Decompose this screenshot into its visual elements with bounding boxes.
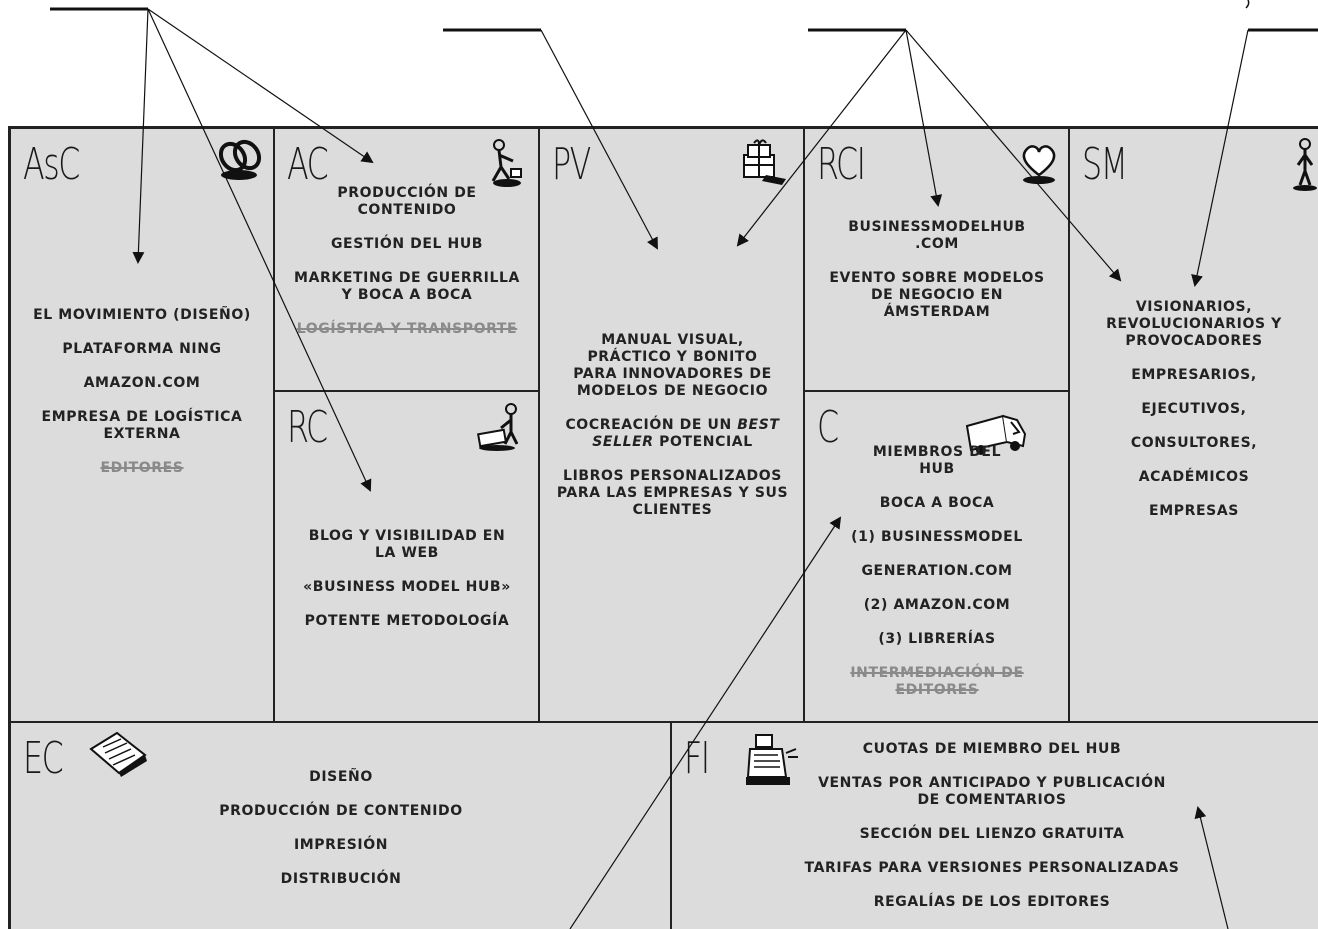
canvas-item: VISIONARIOS, REVOLUCIONARIOS Y PROVOCADO… bbox=[1106, 299, 1282, 349]
canvas-item: REGALÍAS DE LOS EDITORES bbox=[873, 894, 1111, 910]
block-items-c: MIEMBROS DEL HUB BOCA A BOCA (1) BUSINESSM… bbox=[811, 444, 1063, 716]
canvas-item: PLATAFORMA NING bbox=[62, 341, 222, 357]
canvas-item: CUOTAS DE MIEMBRO DEL HUB bbox=[862, 741, 1122, 757]
block-ec: EC DISEÑO PRODUCCIÓN DE CONTENIDO IMPRESIÓ… bbox=[11, 723, 672, 929]
canvas-item: (2) AMAZON.COM bbox=[863, 597, 1011, 613]
canvas-item: DISTRIBUCIÓN bbox=[280, 871, 402, 887]
canvas-item: MARKETING DE GUERRILLA Y BOCA A BOCA bbox=[294, 270, 520, 303]
worker-with-materials-icon bbox=[476, 403, 519, 451]
canvas-item: GESTIÓN DEL HUB bbox=[330, 236, 484, 252]
canvas-item: BLOG Y VISIBILIDAD EN LA WEB bbox=[308, 528, 506, 561]
canvas-item: PRODUCCIÓN DE CONTENIDO bbox=[219, 803, 463, 819]
canvas-item: TARIFAS PARA VERSIONES PERSONALIZADAS bbox=[804, 860, 1180, 876]
canvas-item: ACADÉMICOS bbox=[1138, 469, 1250, 485]
canvas-item: LOGÍSTICA Y TRANSPORTE bbox=[296, 321, 518, 337]
block-code-asc: AsC bbox=[23, 139, 80, 190]
canvas-item: EMPRESA DE LOGÍSTICA EXTERNA bbox=[41, 409, 243, 442]
worker-icon bbox=[491, 139, 522, 187]
canvas-item: DISEÑO bbox=[309, 769, 373, 785]
block-code-rc: RC bbox=[287, 402, 328, 453]
block-items-ac: PRODUCCIÓN DE CONTENIDO GESTIÓN DEL HUB MA… bbox=[281, 185, 533, 355]
block-items-rci: BUSINESSMODELHUB .COM EVENTO SOBRE MODELO… bbox=[811, 219, 1063, 338]
canvas-item: GENERATION.COM bbox=[861, 563, 1013, 579]
canvas-item: INTERMEDIACIÓN DE EDITORES bbox=[850, 665, 1024, 698]
canvas-item: (1) BUSINESSMODEL bbox=[851, 529, 1023, 545]
chain-links-icon bbox=[218, 139, 262, 180]
block-code-c: C bbox=[817, 402, 839, 453]
block-ac: AC PRODUCCIÓN DE CONTENIDO GESTIÓN DEL HU… bbox=[275, 129, 540, 392]
canvas-item: SECCIÓN DEL LIENZO GRATUITA bbox=[859, 826, 1125, 842]
canvas-item: EL MOVIMIENTO (DISEÑO) bbox=[33, 307, 251, 323]
canvas-item: IMPRESIÓN bbox=[293, 837, 389, 853]
block-fi: FI CUOTAS DE MIEMBRO DEL HUB VENTAS POR A… bbox=[672, 723, 1318, 929]
price-tag-icon bbox=[89, 731, 147, 777]
block-code-ac: AC bbox=[287, 139, 329, 190]
block-c: C MIEMBROS DEL HUB BOCA A BOCA (1) BUSINES… bbox=[805, 392, 1070, 723]
block-code-ec: EC bbox=[23, 733, 64, 784]
block-rc: RC BLOG Y VISIBILIDAD EN LA WEB «BUSINESS… bbox=[275, 392, 540, 723]
block-items-pv: MANUAL VISUAL, PRÁCTICO Y BONITO PARA IN… bbox=[546, 332, 799, 536]
canvas-item: «BUSINESS MODEL HUB» bbox=[303, 579, 511, 595]
canvas-item: AMAZON.COM bbox=[83, 375, 201, 391]
block-rci: RCI BUSINESSMODELHUB .COM EVENTO SOBRE MO… bbox=[805, 129, 1070, 392]
canvas-item: EJECUTIVOS, bbox=[1141, 401, 1247, 417]
block-items-rc: BLOG Y VISIBILIDAD EN LA WEB «BUSINESS MO… bbox=[281, 528, 533, 647]
canvas-item: (3) LIBRERÍAS bbox=[878, 631, 996, 647]
canvas-item: MIEMBROS DEL HUB bbox=[872, 444, 1002, 477]
heart-icon bbox=[1022, 145, 1056, 184]
canvas-item: PRODUCCIÓN DE CONTENIDO bbox=[337, 185, 477, 218]
canvas-item: CONSULTORES, bbox=[1130, 435, 1258, 451]
block-items-ec: DISEÑO PRODUCCIÓN DE CONTENIDO IMPRESIÓN DI… bbox=[211, 769, 471, 905]
canvas-item: VENTAS POR ANTICIPADO Y PUBLICACIÓN DE C… bbox=[818, 775, 1166, 808]
canvas-item: LIBROS PERSONALIZADOS PARA LAS EMPRESAS … bbox=[556, 468, 789, 518]
canvas-top-border bbox=[8, 126, 1318, 129]
block-items-fi: CUOTAS DE MIEMBRO DEL HUB VENTAS POR ANTI… bbox=[792, 741, 1192, 928]
canvas-item: COCREACIÓN DE UN BEST SELLER POTENCIAL bbox=[565, 417, 780, 450]
block-sm: SM VISIONARIOS, REVOLUCIONARIOS Y PROVOC… bbox=[1070, 129, 1318, 723]
canvas-item: EVENTO SOBRE MODELOS DE NEGOCIO EN ÁMSTE… bbox=[829, 270, 1045, 320]
block-code-sm: SM bbox=[1082, 139, 1128, 190]
person-icon bbox=[1293, 138, 1317, 191]
delivery-truck-icon bbox=[965, 414, 1027, 455]
canvas-item: POTENTE METODOLOGÍA bbox=[304, 613, 510, 629]
block-pv: PV MANUAL VISUAL, PRÁCTICO Y BONITO PARA… bbox=[540, 129, 805, 723]
canvas-item: BUSINESSMODELHUB .COM bbox=[848, 219, 1026, 252]
block-items-asc: EL MOVIMIENTO (DISEÑO) PLATAFORMA NING AMA… bbox=[17, 307, 267, 494]
canvas-item: EMPRESARIOS, bbox=[1131, 367, 1257, 383]
canvas-item: BOCA A BOCA bbox=[879, 495, 995, 511]
block-code-fi: FI bbox=[684, 733, 710, 784]
canvas-item: EDITORES bbox=[100, 460, 184, 476]
block-items-sm: VISIONARIOS, REVOLUCIONARIOS Y PROVOCADO… bbox=[1072, 299, 1316, 537]
block-code-pv: PV bbox=[552, 139, 591, 190]
gift-icon bbox=[743, 139, 786, 185]
block-code-rci: RCI bbox=[817, 139, 866, 190]
canvas-item: EMPRESAS bbox=[1149, 503, 1239, 519]
block-asc: AsC EL MOVIMIENTO (DISEÑO) PLATAFORMA NIN… bbox=[11, 129, 275, 723]
canvas-left-border bbox=[8, 126, 11, 929]
canvas-item: MANUAL VISUAL, PRÁCTICO Y BONITO PARA IN… bbox=[573, 332, 772, 399]
